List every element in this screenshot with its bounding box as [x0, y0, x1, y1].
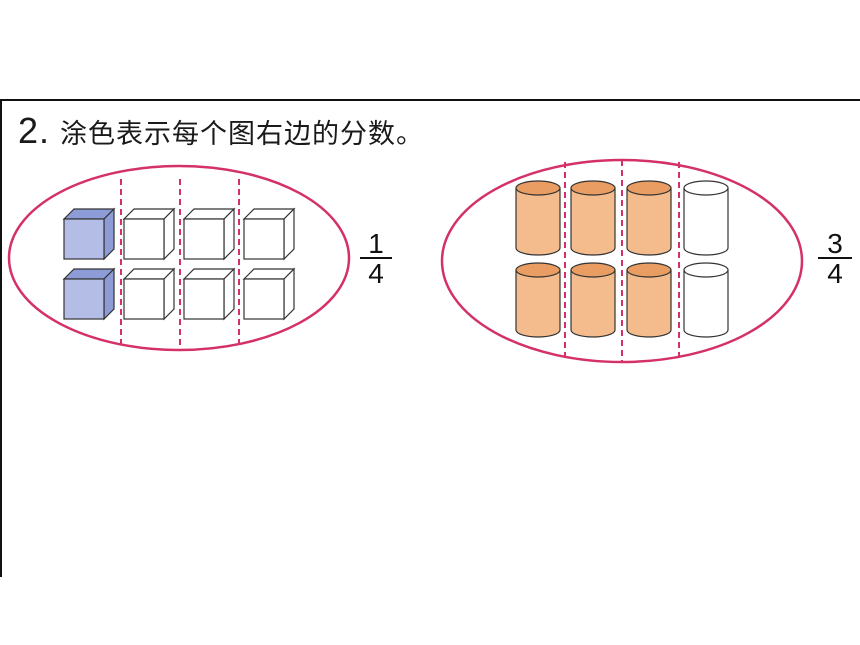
question-heading: 2. 涂色表示每个图右边的分数。 [18, 110, 424, 152]
cube-unshaded [242, 267, 296, 321]
cylinder-top [683, 262, 729, 278]
cube-front-face [63, 218, 105, 260]
top-divider-line [0, 99, 860, 101]
fraction-numerator: 3 [827, 228, 843, 259]
cylinder-top [570, 180, 616, 196]
cylinder-body [570, 269, 616, 338]
cube-unshaded [182, 267, 236, 321]
cylinder-body [570, 187, 616, 256]
cylinder-shaded [570, 262, 616, 338]
cylinder-top [626, 180, 672, 196]
cylinder-shaded [515, 262, 561, 338]
cylinder-body [683, 269, 729, 338]
cylinder-body [515, 269, 561, 338]
cylinder-body [683, 187, 729, 256]
cylinder-shaded [626, 180, 672, 256]
figure-cylinders: 3 4 [440, 158, 852, 364]
cylinder-top [515, 262, 561, 278]
cylinder-shaded [570, 180, 616, 256]
cube-unshaded [242, 207, 296, 261]
cylinder-top [626, 262, 672, 278]
cylinder-unshaded [683, 262, 729, 338]
cube-front-face [63, 278, 105, 320]
figure-cubes: 1 4 [7, 164, 392, 352]
question-number: 2. [18, 110, 51, 151]
question-text: 涂色表示每个图右边的分数。 [60, 119, 425, 150]
cube-shaded [62, 207, 116, 261]
cylinder-body [626, 187, 672, 256]
cylinder-shaded [515, 180, 561, 256]
fraction-three-quarters: 3 4 [818, 228, 852, 289]
left-divider-line [0, 99, 2, 577]
cube-shaded [62, 267, 116, 321]
cylinder-shaded [626, 262, 672, 338]
fraction-denominator: 4 [827, 258, 843, 289]
cube-unshaded [182, 207, 236, 261]
cube-front-face [183, 218, 225, 260]
cube-front-face [243, 218, 285, 260]
cylinder-top [683, 180, 729, 196]
cube-front-face [243, 278, 285, 320]
cube-front-face [123, 218, 165, 260]
cylinder-unshaded [683, 180, 729, 256]
cube-front-face [183, 278, 225, 320]
cube-unshaded [122, 267, 176, 321]
cylinder-body [626, 269, 672, 338]
cylinder-body [515, 187, 561, 256]
fraction-one-quarter: 1 4 [360, 228, 392, 289]
cylinder-top [515, 180, 561, 196]
cube-unshaded [122, 207, 176, 261]
cube-front-face [123, 278, 165, 320]
cylinder-top [570, 262, 616, 278]
fraction-numerator: 1 [368, 228, 384, 259]
fraction-denominator: 4 [368, 258, 384, 289]
